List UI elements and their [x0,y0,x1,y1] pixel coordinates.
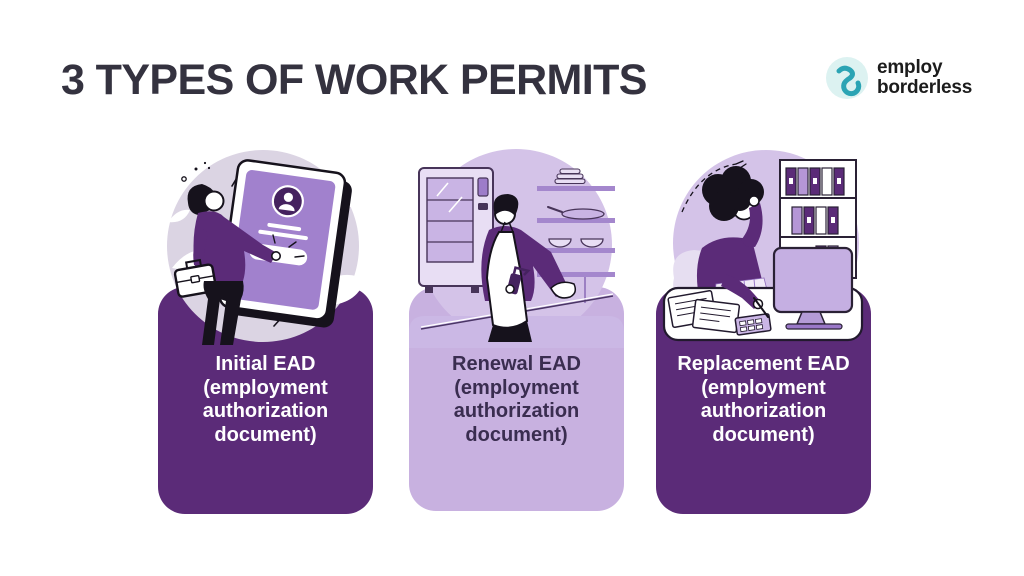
brand-name-line2: borderless [877,77,973,98]
card-heading: Initial EAD [215,353,316,375]
man-tapping-tablet-illustration [167,150,365,345]
card-replacement-ead-text: Replacement EAD (employment authorizatio… [656,353,871,447]
brand-name: employ borderless [877,58,972,98]
card-subheading: (employment authorization document) [453,376,580,446]
card-heading: Renewal EAD [452,353,581,375]
woman-at-desk-illustration [662,150,864,342]
card-initial-ead-text: Initial EAD (employment authorization do… [158,353,373,447]
brand-name-line1: employ [877,57,943,79]
man-cleaning-kitchen-illustration [409,149,624,348]
page-title: 3 TYPES OF WORK PERMITS [61,56,647,104]
card-initial-ead: Initial EAD (employment authorization do… [158,287,373,514]
card-heading: Replacement EAD [677,353,850,375]
card-subheading: (employment authorization document) [700,376,827,446]
card-renewal-ead-text: Renewal EAD (employment authorization do… [409,353,624,447]
card-subheading: (employment authorization document) [202,376,329,446]
employ-borderless-e-icon [826,57,868,99]
brand-logo: employ borderless [826,57,972,99]
